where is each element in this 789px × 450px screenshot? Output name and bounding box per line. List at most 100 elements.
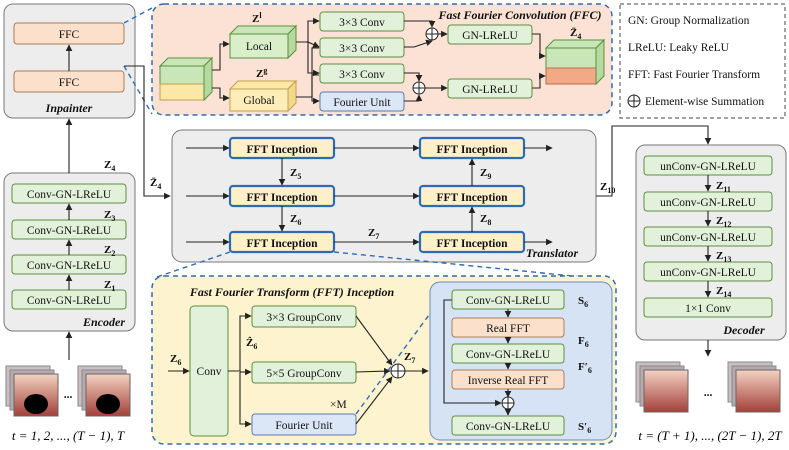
fft-inception-6-label: FFT Inception xyxy=(436,238,508,250)
z11-sub: 11 xyxy=(723,185,731,194)
f6-sub: 6 xyxy=(585,340,589,349)
svg-text:Zl: Zl xyxy=(252,11,262,25)
legend-gn: GN: Group Normalization xyxy=(628,15,750,27)
z10: Z xyxy=(600,181,607,193)
s6-sub: 6 xyxy=(584,300,588,309)
z12-sub: 12 xyxy=(723,220,731,229)
z9: Z xyxy=(480,167,487,179)
z14: Z xyxy=(716,285,723,297)
ffc-out-z: Z̄ xyxy=(570,27,577,39)
decoder-block-1-label: unConv-GN-LReLU xyxy=(660,161,757,173)
enc-z1-sub: 1 xyxy=(111,284,115,293)
f6-prime-sub: 6 xyxy=(588,366,592,375)
fft-inception-3-label: FFT Inception xyxy=(246,238,318,250)
svg-text:S′6: S′6 xyxy=(578,421,591,435)
svg-text:Z14: Z14 xyxy=(716,285,731,299)
fft-inception-title: Fast Fourier Transform (FFT) Inception xyxy=(189,285,395,299)
z8: Z xyxy=(480,213,487,225)
inception-conv-label: Conv xyxy=(197,366,222,378)
ffc-block-bottom-label: FFC xyxy=(59,77,80,89)
enc-z4-sub: 4 xyxy=(111,164,115,173)
encoder-block-2-label: Conv-GN-LReLU xyxy=(27,260,112,272)
inpainter-panel: FFC FFC Inpainter xyxy=(3,3,136,119)
ffc-zl-sup: l xyxy=(259,11,262,20)
zhat-sub: 6 xyxy=(253,342,257,351)
decoder-block-2-label: unConv-GN-LReLU xyxy=(660,197,757,209)
z10-sub: 10 xyxy=(607,186,615,195)
fd-conv-2-label: Conv-GN-LReLU xyxy=(466,349,551,361)
inc-in-z: Z xyxy=(170,353,177,365)
fd-inverse-fft-label: Inverse Real FFT xyxy=(468,375,548,387)
ffc-conv-3-label: 3×3 Conv xyxy=(339,69,385,81)
enc-z2: Z xyxy=(104,244,111,256)
encoder-panel: Conv-GN-LReLU Conv-GN-LReLU Conv-GN-LReL… xyxy=(3,172,136,332)
output-ellipsis: ... xyxy=(704,387,713,399)
ffc-zl: Z xyxy=(252,13,259,25)
ffc-out-sub: 4 xyxy=(577,32,581,41)
svg-text:Z7: Z7 xyxy=(404,351,415,365)
svg-text:Z6: Z6 xyxy=(170,353,181,367)
ffc-panel: Fast Fourier Convolution (FFC) Local Zl … xyxy=(151,3,613,116)
ffc-sum-top xyxy=(425,27,439,41)
local-label: Local xyxy=(246,41,272,53)
svg-text:Z̄4: Z̄4 xyxy=(570,27,581,41)
global-label: Global xyxy=(243,95,274,107)
svg-text:Z5: Z5 xyxy=(290,167,301,181)
inception-sum xyxy=(390,363,406,379)
fft-inception-5-label: FFT Inception xyxy=(436,192,508,204)
fd-conv-1-label: Conv-GN-LReLU xyxy=(466,295,551,307)
legend-sum: Element-wise Summation xyxy=(645,96,764,108)
z12: Z xyxy=(716,215,723,227)
z9-sub: 9 xyxy=(487,172,491,181)
enc-z2-sub: 2 xyxy=(111,249,115,258)
decoder-block-3-label: unConv-GN-LReLU xyxy=(660,232,757,244)
svg-text:Z7: Z7 xyxy=(368,227,379,241)
ffc-block-top-label: FFC xyxy=(59,29,80,41)
svg-text:Z2: Z2 xyxy=(104,244,115,258)
input-frames: ... xyxy=(5,365,131,417)
decoder-panel: unConv-GN-LReLU unConv-GN-LReLU unConv-G… xyxy=(635,144,787,341)
global-block: Global xyxy=(228,79,298,113)
ffc-title: Fast Fourier Convolution (FFC) xyxy=(437,8,601,22)
fft-inception-panel: Fast Fourier Transform (FFT) Inception C… xyxy=(151,275,617,445)
fd-sum xyxy=(501,396,515,410)
s6-prime: S′ xyxy=(578,421,587,433)
z14-sub: 14 xyxy=(723,290,731,299)
encoder-block-4 xyxy=(11,183,127,204)
encoder-block-1-label: Conv-GN-LReLU xyxy=(27,295,112,307)
enc-z3: Z xyxy=(104,209,111,221)
output-caption: t = (T + 1), ..., (2T − 1), 2T xyxy=(638,428,782,443)
inc-out-sub: 7 xyxy=(411,356,415,365)
z6-sub: 6 xyxy=(297,218,301,227)
decoder-block-5 xyxy=(643,297,773,318)
translator-title: Translator xyxy=(526,246,579,260)
svg-text:Z1: Z1 xyxy=(104,279,115,293)
svg-text:Z10: Z10 xyxy=(600,181,615,195)
svg-text:Z6: Z6 xyxy=(290,213,301,227)
fd-conv-3 xyxy=(451,415,565,436)
ffc-zg: Z xyxy=(256,68,263,80)
zhat: Ẑ xyxy=(246,337,253,349)
ffc-gn-bottom-label: GN-LReLU xyxy=(462,84,518,96)
input-caption: t = 1, 2, ..., (T − 1), T xyxy=(12,428,125,443)
z5: Z xyxy=(290,167,297,179)
svg-text:Z11: Z11 xyxy=(716,180,731,194)
f6-prime: F′ xyxy=(578,361,588,373)
svg-text:Z12: Z12 xyxy=(716,215,731,229)
legend-fft: FFT: Fast Fourier Transform xyxy=(628,69,760,81)
inc-in-sub: 6 xyxy=(177,358,181,367)
ffc-gn-top-label: GN-LReLU xyxy=(462,30,518,42)
groupconv-5x5-label: 5×5 GroupConv xyxy=(266,368,341,380)
input-ellipsis: ... xyxy=(64,389,73,401)
z11: Z xyxy=(716,180,723,192)
output-frames: ... xyxy=(635,361,781,413)
ffc-conv-1-label: 3×3 Conv xyxy=(339,17,385,29)
s6-prime-sub: 6 xyxy=(587,426,591,435)
groupconv-3x3-label: 3×3 GroupConv xyxy=(266,312,341,324)
fft-inception-4-label: FFT Inception xyxy=(436,144,508,156)
z5-sub: 5 xyxy=(297,172,301,181)
s6: S xyxy=(578,295,584,307)
svg-text:F′6: F′6 xyxy=(578,361,592,375)
groupconv-5x5 xyxy=(251,361,357,384)
